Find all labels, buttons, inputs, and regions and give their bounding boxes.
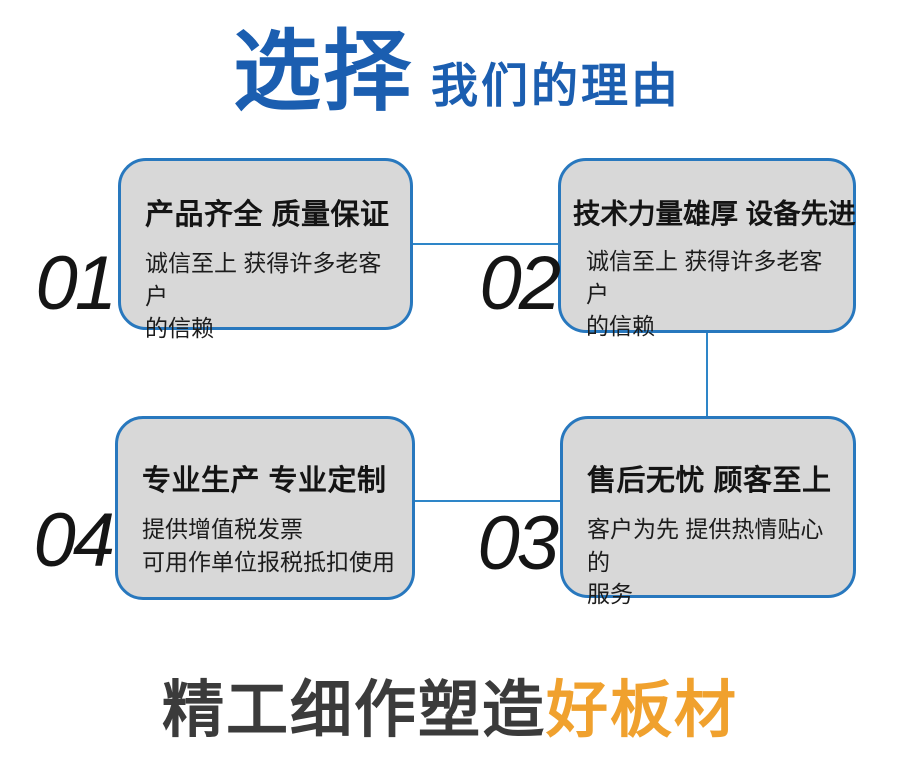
feature-card-04-title: 专业生产 专业定制	[142, 465, 387, 497]
feature-card-03-subtitle: 客户为先 提供热情贴心的 服务	[587, 516, 824, 608]
feature-card-03: 售后无忧 顾客至上 客户为先 提供热情贴心的 服务	[560, 416, 856, 607]
step-number-01: 01	[35, 241, 117, 326]
connector-card4-card3	[413, 500, 561, 502]
feature-card-02-subtitle: 诚信至上 获得许多老客户 的信赖	[586, 248, 823, 340]
feature-card-01: 产品齐全 质量保证 诚信至上 获得许多老客户 的信赖	[118, 158, 413, 341]
footer-tagline-gray: 精工细作塑造	[161, 676, 546, 745]
connector-card1-card2	[411, 243, 559, 245]
feature-card-02-title: 技术力量雄厚 设备先进	[573, 198, 856, 229]
page-title-rest: 我们的理由	[431, 59, 682, 112]
feature-card-04-subtitle: 提供增值税发票 可用作单位报税抵扣使用	[142, 516, 395, 575]
page-title: 选择 我们的理由	[233, 28, 681, 116]
step-number-02: 02	[479, 241, 561, 326]
feature-card-01-title: 产品齐全 质量保证	[145, 199, 390, 231]
step-number-03: 03	[477, 501, 559, 586]
connector-card2-card3	[706, 331, 708, 417]
feature-card-01-subtitle: 诚信至上 获得许多老客户 的信赖	[145, 250, 382, 342]
page-title-highlight: 选择	[233, 22, 414, 121]
feature-card-04: 专业生产 专业定制 提供增值税发票 可用作单位报税抵扣使用	[115, 416, 415, 600]
feature-card-03-title: 售后无忧 顾客至上	[587, 465, 832, 497]
footer-tagline: 精工细作塑造好板材	[0, 680, 900, 742]
feature-card-02: 技术力量雄厚 设备先进 诚信至上 获得许多老客户 的信赖	[558, 158, 856, 339]
footer-tagline-orange: 好板材	[546, 676, 739, 745]
step-number-04: 04	[33, 498, 115, 583]
